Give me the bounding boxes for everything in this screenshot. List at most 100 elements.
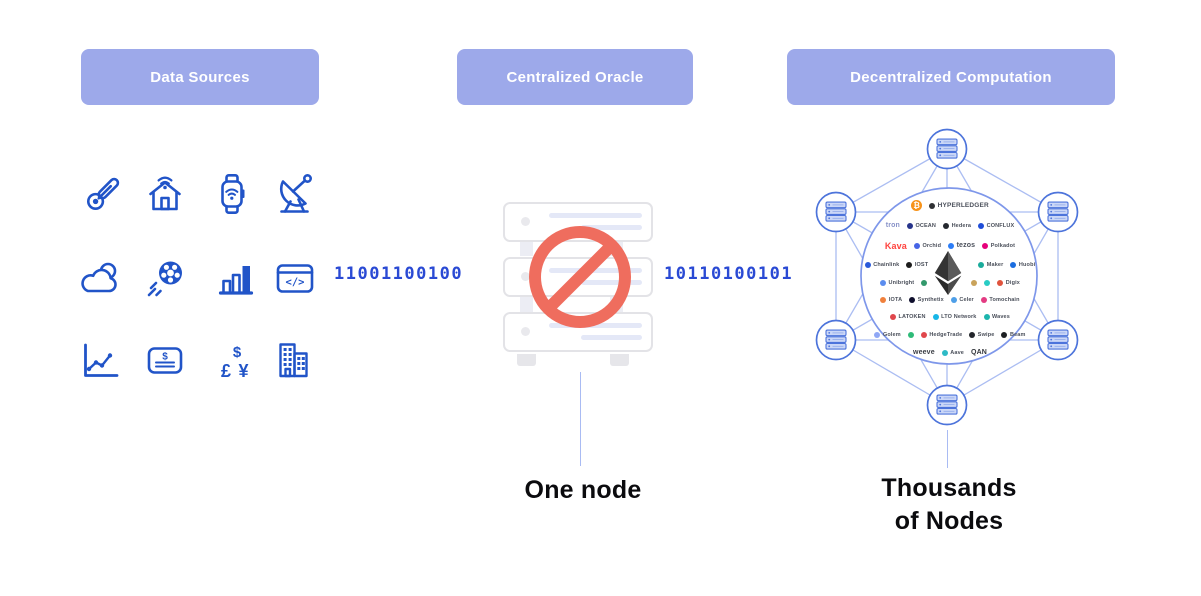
logo-mark: [997, 279, 1004, 286]
ecosystem-logo: Polkadot: [982, 242, 1016, 249]
ecosystem-logo: LTO Network: [932, 314, 977, 321]
logo-mark: [929, 202, 936, 209]
logo-mark: [978, 222, 985, 229]
node-server-icon: [1047, 329, 1069, 337]
network-edge: [946, 339, 1059, 406]
ecosystem-logo: QAN: [971, 349, 987, 356]
ecosystem-logo: weeve: [913, 349, 935, 356]
ecosystem-logo: Maker: [978, 262, 1003, 269]
logo-label: Kava: [884, 240, 907, 251]
logo-mark: [880, 279, 886, 286]
logo-mark: [921, 279, 928, 286]
logo-label: IOST: [914, 262, 929, 269]
logo-label: HYPERLEDGER: [937, 202, 989, 209]
thermometer-icon: [86, 177, 120, 211]
one-node-caption: One node: [524, 476, 642, 504]
node-server-icon: [936, 401, 958, 408]
header-centralized-oracle: Centralized Oracle: [457, 49, 693, 105]
node-server-icon: [936, 151, 958, 159]
ecosystem-logo: [907, 331, 914, 338]
logo-label: Orchid: [922, 242, 942, 249]
soccer-ball-icon: [147, 261, 182, 297]
logo-label: Chainlink: [873, 262, 900, 269]
ecosystem-logo: Synthetix: [909, 296, 944, 303]
network-edge: [835, 339, 948, 406]
logo-mark: [906, 222, 913, 229]
logo-mark: [932, 314, 939, 321]
logo-mark: [907, 331, 914, 338]
logo-label: Tomochain: [989, 296, 1020, 303]
logo-label: Celer: [959, 296, 974, 303]
node-server-dot: [939, 403, 942, 406]
node-server-dot: [828, 332, 831, 334]
logo-label: Unibright: [888, 279, 915, 286]
node-server-icon: [936, 407, 958, 415]
smartwatch-icon: [221, 174, 245, 214]
ethereum-icon: [934, 251, 962, 295]
ecosystem-logo: HedgeTrade: [920, 331, 963, 338]
node-server-icon: [936, 145, 958, 152]
node-server-dot: [939, 410, 942, 413]
logo-label: Polkadot: [990, 242, 1016, 249]
node-server-icon: [825, 329, 847, 337]
ecosystem-logo: Huobi: [1010, 262, 1035, 269]
logo-mark: [971, 279, 978, 286]
ecosystem-logo: HYPERLEDGER: [929, 202, 989, 209]
thousands-line1: Thousands: [881, 474, 1017, 502]
binary-stream-right: 10110100101: [664, 264, 794, 284]
logo-mark: [982, 242, 989, 249]
currency-symbols-icon: $ £ ¥: [221, 344, 249, 381]
node-server-dot: [1050, 204, 1053, 206]
node-server-dot: [828, 210, 831, 213]
connector-line-right: [946, 430, 949, 468]
node-server-icon: [1047, 342, 1069, 350]
network-edge: [946, 148, 1059, 213]
check-dollar-glyph: $: [162, 352, 168, 363]
logo-mark: [980, 296, 987, 303]
node-server-dot: [1050, 217, 1053, 220]
ecosystem-logo: ₿: [911, 200, 923, 211]
code-window-icon: </>: [276, 264, 314, 293]
ecosystem-logo: Hedera: [943, 222, 971, 229]
ecosystem-logo: Unibright: [880, 279, 915, 286]
node-server-dot: [1050, 210, 1053, 213]
logo-mark: [1001, 331, 1008, 338]
logo-mark: [906, 262, 913, 269]
logo-label: Swipe: [977, 331, 995, 338]
logo-mark: [983, 314, 990, 321]
logo-label: LTO Network: [941, 314, 977, 321]
node-server-icon: [1047, 201, 1069, 209]
node-server-dot: [1050, 338, 1053, 341]
logo-label: HedgeTrade: [929, 331, 963, 338]
logo-label: Waves: [992, 314, 1010, 321]
ecosystem-logo: IOST: [906, 262, 929, 269]
ecosystem-logo: CONFLUX: [978, 222, 1014, 229]
ecosystem-logo: Kava: [885, 241, 907, 251]
node-server-icon: [825, 336, 847, 343]
ecosystem-logo: [971, 279, 978, 286]
node-server-dot: [939, 397, 942, 399]
node-server-dot: [1050, 332, 1053, 334]
ecosystem-logo: [984, 279, 991, 286]
logo-label: Golem: [882, 331, 901, 338]
yen-glyph: ¥: [238, 361, 248, 381]
buildings-icon: [279, 343, 308, 378]
ecosystem-logo: Chainlink: [864, 262, 900, 269]
node-server-icon: [936, 394, 958, 402]
node-server-dot: [1050, 345, 1053, 348]
logo-mark: [913, 242, 920, 249]
node-server-icon: [936, 138, 958, 146]
node-server-dot: [828, 338, 831, 341]
weather-cloud-icon: [81, 262, 117, 293]
connector-line-center: [579, 372, 582, 466]
node-server-icon: [825, 201, 847, 209]
code-glyph: </>: [286, 277, 305, 289]
satellite-dish-icon: [279, 174, 312, 213]
logo-mark: [943, 222, 950, 229]
node-server-icon: [1047, 336, 1069, 343]
logo-mark: [920, 331, 927, 338]
node-server-icon: [1047, 208, 1069, 215]
payment-check-icon: $: [147, 347, 183, 374]
node-server-icon: [1047, 214, 1069, 222]
